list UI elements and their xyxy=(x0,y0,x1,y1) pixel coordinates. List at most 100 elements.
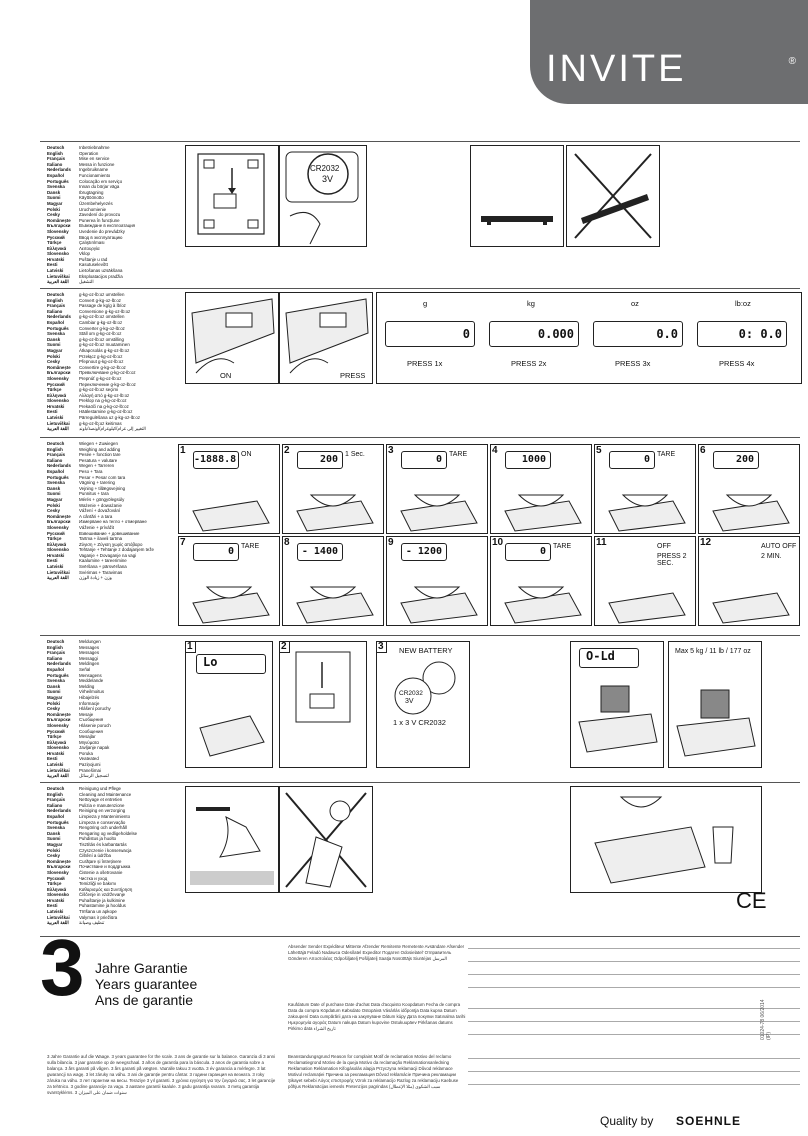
language-caption: Ζύγιση + Ζύγιση χωρίς απόβαρο xyxy=(79,541,143,547)
language-caption: Zavedení do provozu xyxy=(79,212,121,218)
language-name: Български xyxy=(47,864,71,870)
language-caption: Rengøring og vedligeholdelse xyxy=(79,830,138,836)
section-divider xyxy=(40,141,800,142)
language-name: Lietuviškai xyxy=(47,767,70,773)
language-caption: Paziņojumi xyxy=(79,762,101,768)
unit-display: 0.0 xyxy=(593,321,683,347)
language-name: Ελληνικά xyxy=(47,739,67,745)
language-caption: Prekaöči na g-kg-oz-lb:oz xyxy=(79,403,129,409)
step-number: 12 xyxy=(700,537,712,548)
language-caption: Poruka xyxy=(79,750,93,756)
language-caption: Valymas ir priežiūra xyxy=(79,914,118,920)
language-caption: Svēršana + pārsvēršana xyxy=(79,564,127,570)
language-name: Français xyxy=(47,303,66,309)
language-caption: Weighing and adding xyxy=(79,446,121,452)
language-name: Türkçe xyxy=(47,240,62,246)
step-display: 0 xyxy=(193,543,239,561)
language-name: Hrvatski xyxy=(47,750,65,756)
language-caption: Καθαρισμός και Συντήρηση xyxy=(79,886,133,892)
new-battery-title: NEW BATTERY xyxy=(399,646,453,655)
language-name: Русский xyxy=(47,234,65,240)
language-caption: Prepnúť g-kg-oz-lb:oz xyxy=(79,375,122,381)
step-display: 0 xyxy=(505,543,551,561)
language-caption: Virheilmoitus xyxy=(79,689,105,695)
press-count-label: PRESS 1x xyxy=(407,359,443,368)
language-name: Slovensko xyxy=(47,892,69,898)
language-caption: Αλλαγή από g-kg-oz-lb:oz xyxy=(79,392,130,398)
language-caption: Mesajlar xyxy=(79,734,96,740)
step-number: 3 xyxy=(388,445,394,456)
press-count-label: PRESS 4x xyxy=(719,359,755,368)
language-caption: g-kg-oz-lb:oz umstellen xyxy=(79,292,125,297)
on-label: ON xyxy=(220,371,232,380)
step-display: 0 xyxy=(401,451,447,469)
language-caption: Reiniging en verzorging xyxy=(79,808,126,814)
step-label: TARE xyxy=(449,451,468,458)
form-line xyxy=(468,1058,800,1059)
language-caption: Limpeza e conservação xyxy=(79,819,126,825)
language-name: Türkçe xyxy=(47,387,62,393)
step-display: -1888.8 xyxy=(193,451,239,469)
battery-insert-panel: CR2032 3V xyxy=(279,145,367,247)
msg-overload-panel: O-Ld xyxy=(570,641,664,768)
language-caption: Vägning + tarering xyxy=(79,480,116,486)
language-name: Ελληνικά xyxy=(47,392,67,398)
language-caption: Uruchomienie xyxy=(79,206,107,212)
msg-new-battery-panel: 3 NEW BATTERY CR2032 3V 1 x 3 V CR2032 xyxy=(376,641,470,768)
language-caption: Operation xyxy=(79,150,99,156)
language-caption: Vklop xyxy=(79,251,90,257)
language-name: Deutsch xyxy=(47,639,65,644)
language-name: Cesky xyxy=(47,508,60,514)
language-name: Lietuviškai xyxy=(47,420,70,426)
step-number: 5 xyxy=(596,445,602,456)
battery-label: CR2032 xyxy=(310,164,340,173)
language-caption: Cleaning and Maintenance xyxy=(79,791,132,797)
language-name: Português xyxy=(47,178,69,184)
language-caption: Kaalumine + tareerimine xyxy=(79,558,127,564)
language-caption: Ważenie + doważanie xyxy=(79,502,122,508)
lcd-overload: O-Ld xyxy=(579,648,639,668)
language-name: اللغة العربية xyxy=(47,279,69,285)
language-name: Suomi xyxy=(47,836,61,842)
form-line xyxy=(468,1008,800,1009)
guarantee-de: Jahre Garantie xyxy=(95,960,188,976)
guarantee-fr: Ans de garantie xyxy=(95,992,194,1008)
section-divider xyxy=(40,437,800,438)
quality-by-label: Quality by xyxy=(600,1114,654,1128)
step-label: 1 Sec. xyxy=(345,451,365,458)
language-name: Magyar xyxy=(47,347,63,353)
language-row: Hrvatski Poruka xyxy=(47,751,111,757)
